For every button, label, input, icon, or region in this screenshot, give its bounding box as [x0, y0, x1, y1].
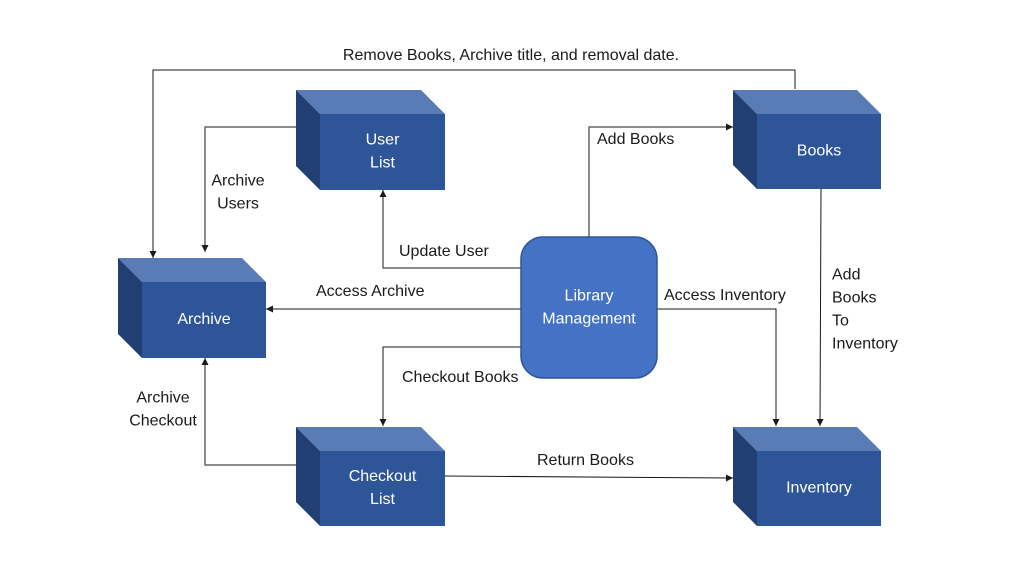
library-management-shape: [520, 236, 658, 379]
remove-books-arrow: [149, 69, 796, 258]
add-books-arrow: [588, 123, 733, 237]
access-inventory-label-line: Access Inventory: [664, 287, 786, 304]
archive-box-front-face: [142, 282, 266, 358]
remove-books-label-line: Remove Books, Archive title, and removal…: [343, 47, 679, 64]
user-list-box-front-face: [320, 114, 445, 190]
books-box-top-face: [733, 90, 881, 114]
user-list-box-top-face: [296, 90, 445, 114]
return-books-arrow: [444, 474, 734, 482]
add-books-to-inventory-label-line: To: [832, 313, 849, 330]
books-box-front-face: [757, 114, 881, 189]
user-list-label-line: User: [366, 132, 400, 149]
checkout-books-arrow: [379, 346, 521, 426]
checkout-list-box-side-face: [296, 427, 320, 526]
update-user-label: Update User: [399, 243, 489, 260]
add-books-label: Add Books: [597, 131, 674, 148]
archive-checkout-label-line: Checkout: [129, 413, 197, 430]
archive-users-label-line: Users: [217, 196, 259, 213]
checkout-books-label-line: Checkout Books: [402, 369, 519, 386]
archive-box-top-face: [118, 258, 266, 282]
add-books-to-inventory-label-line: Add: [832, 267, 860, 284]
update-user-arrow: [379, 190, 521, 269]
access-archive-label-line: Access Archive: [316, 283, 425, 300]
checkout-list-box-top-face: [296, 427, 445, 451]
archive-users-label-line: Archive: [211, 173, 264, 190]
access-inventory-arrow: [657, 308, 780, 426]
user-list-box-side-face: [296, 90, 320, 190]
inventory-label-line: Inventory: [786, 480, 852, 497]
archive-label-line: Archive: [177, 311, 230, 328]
access-archive-label: Access Archive: [316, 283, 425, 300]
inventory-box[interactable]: Inventory: [733, 427, 881, 526]
archive-checkout-arrow: [201, 358, 296, 466]
books-box-side-face: [733, 90, 757, 189]
archive-users-arrow: [201, 126, 296, 252]
archive-box[interactable]: Archive: [118, 258, 266, 358]
archive-box-side-face: [118, 258, 142, 358]
inventory-box-top-face: [733, 427, 881, 451]
checkout-books-label: Checkout Books: [402, 369, 519, 386]
add-books-label-line: Add Books: [597, 131, 674, 148]
checkout-list-box-front-face: [320, 451, 445, 526]
inventory-box-front-face: [757, 451, 881, 526]
books-label: Books: [797, 143, 841, 160]
checkout-list-label-line: List: [370, 491, 395, 508]
add-books-to-inventory-arrow: [816, 188, 824, 427]
inventory-box-side-face: [733, 427, 757, 526]
user-list-label-line: List: [370, 155, 395, 172]
books-label-line: Books: [797, 143, 841, 160]
library-management-label-line: Library: [565, 288, 614, 305]
update-user-label-line: Update User: [399, 243, 489, 260]
library-management-label-line: Management: [542, 311, 636, 328]
archive-label: Archive: [177, 311, 230, 328]
add-books-to-inventory-label-line: Inventory: [832, 336, 898, 353]
access-inventory-label: Access Inventory: [664, 287, 786, 304]
return-books-label: Return Books: [537, 452, 634, 469]
checkout-list-label-line: Checkout: [349, 468, 417, 485]
return-books-label-line: Return Books: [537, 452, 634, 469]
inventory-label: Inventory: [786, 480, 852, 497]
add-books-to-inventory-label-line: Books: [832, 290, 876, 307]
archive-checkout-label-line: Archive: [136, 390, 189, 407]
books-box[interactable]: Books: [733, 90, 881, 189]
remove-books-label: Remove Books, Archive title, and removal…: [343, 47, 679, 64]
